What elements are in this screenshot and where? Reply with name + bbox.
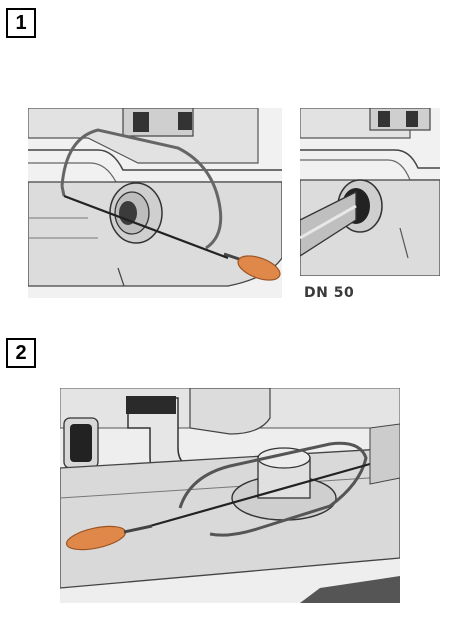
saw-cutting-inlet-drawing — [28, 108, 282, 298]
saw-cutting-inlet-illustration — [28, 108, 282, 298]
step-2-badge: 2 — [6, 338, 36, 368]
step-1-badge: 1 — [6, 8, 36, 38]
saw-cutting-top-inlet-drawing — [60, 388, 400, 603]
pipe-connected-inlet-illustration — [300, 108, 440, 276]
saw-cutting-top-inlet-illustration — [60, 388, 400, 603]
pipe-size-label: DN 50 — [304, 285, 355, 301]
pipe-connected-inlet-drawing — [300, 108, 440, 276]
